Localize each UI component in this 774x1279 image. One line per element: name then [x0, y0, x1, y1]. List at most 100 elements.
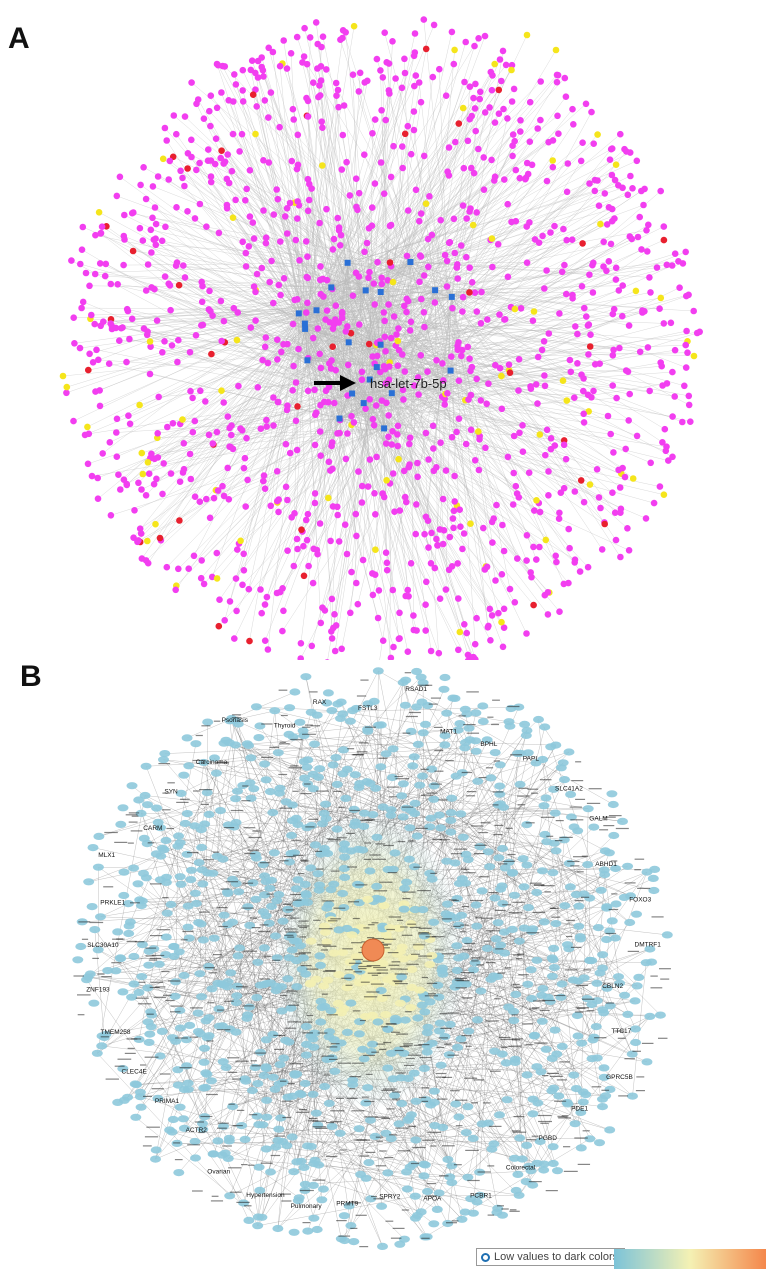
- target-node: [594, 177, 601, 184]
- network-edge: [180, 792, 208, 843]
- gene-node: [531, 956, 543, 964]
- network-edge: [465, 742, 556, 746]
- target-node: [293, 535, 301, 543]
- gene-node: [363, 1159, 375, 1167]
- target-node: [424, 368, 431, 376]
- network-edge: [178, 284, 370, 380]
- node-label-mark: [145, 947, 157, 949]
- target-node: [389, 428, 396, 435]
- network-edge: [202, 1123, 494, 1145]
- target-node: [131, 507, 138, 514]
- gene-node: [332, 999, 344, 1007]
- target-node: [468, 279, 476, 286]
- node-label-mark: [351, 1110, 365, 1112]
- target-node: [253, 270, 261, 278]
- network-edge: [298, 173, 475, 314]
- node-label-mark: [363, 858, 371, 860]
- gene-node: [243, 741, 255, 750]
- gene-node: [438, 685, 450, 693]
- target-node: [113, 192, 121, 200]
- gene-node: [421, 1233, 433, 1241]
- target-node: [486, 104, 493, 111]
- gene-node: [437, 1123, 449, 1131]
- mirna-hub-node: [349, 390, 356, 397]
- gene-node: [344, 958, 356, 966]
- target-node: [371, 180, 379, 187]
- target-node: [429, 73, 437, 81]
- node-label-mark: [295, 1111, 310, 1113]
- target-node: [471, 457, 479, 464]
- gene-node: [526, 927, 538, 935]
- gene-node: [264, 788, 276, 796]
- target-node: [608, 145, 616, 152]
- network-edge: [260, 985, 306, 1191]
- target-node: [528, 161, 536, 169]
- target-node: [506, 585, 514, 593]
- target-node: [430, 21, 438, 29]
- target-node: [442, 92, 450, 99]
- gene-node: [525, 966, 537, 974]
- target-node: [210, 494, 218, 502]
- node-label-mark: [430, 872, 438, 874]
- target-node: [213, 549, 221, 557]
- gene-node: [222, 889, 234, 897]
- network-edge: [148, 1042, 438, 1210]
- gene-node: [329, 1067, 341, 1075]
- target-node: [338, 166, 346, 173]
- target-node: [443, 283, 451, 290]
- target-node: [284, 496, 291, 504]
- yellow-node: [475, 428, 482, 435]
- target-node: [63, 389, 70, 397]
- gene-node: [95, 913, 106, 921]
- gene-node: [348, 1238, 360, 1246]
- target-node: [480, 154, 488, 161]
- target-node: [387, 334, 395, 342]
- target-node: [510, 85, 518, 93]
- target-node: [334, 511, 342, 519]
- yellow-node: [372, 546, 379, 553]
- node-label-mark: [512, 1131, 527, 1133]
- target-node: [225, 496, 233, 503]
- network-edge: [283, 40, 340, 419]
- target-node: [403, 252, 411, 260]
- node-label-mark: [229, 1191, 242, 1193]
- node-label-mark: [290, 738, 303, 741]
- network-edge: [376, 366, 584, 379]
- gene-node: [83, 878, 95, 886]
- gene-node: [421, 1048, 433, 1056]
- gene-node: [177, 1115, 189, 1123]
- network-edge: [304, 323, 480, 437]
- target-node: [547, 435, 555, 442]
- gene-node: [122, 900, 134, 908]
- gene-node: [433, 993, 445, 1001]
- target-node: [246, 213, 254, 220]
- gene-node: [217, 1022, 228, 1030]
- network-edge: [83, 301, 385, 429]
- target-node: [206, 287, 213, 295]
- gene-node: [385, 806, 397, 814]
- target-node: [488, 86, 496, 94]
- node-label-mark: [151, 1088, 164, 1090]
- target-node: [223, 201, 231, 209]
- network-edge: [321, 121, 378, 368]
- gene-node: [565, 790, 577, 798]
- gene-node: [539, 830, 551, 839]
- target-node: [243, 434, 250, 442]
- gene-node: [514, 1134, 526, 1142]
- network-edge: [383, 323, 482, 429]
- gene-node: [345, 1222, 357, 1230]
- gene-node: [205, 1077, 217, 1085]
- target-node: [667, 319, 675, 327]
- yellow-node: [63, 383, 71, 391]
- target-node: [78, 304, 85, 312]
- target-node: [283, 205, 291, 212]
- hub-mirna-label: hsa-let-7b-5p: [370, 376, 447, 391]
- target-node: [143, 331, 151, 339]
- target-node: [512, 482, 520, 490]
- gene-node: [398, 955, 410, 963]
- target-node: [368, 204, 376, 211]
- target-node: [519, 422, 526, 429]
- target-node: [534, 353, 542, 361]
- gene-node: [432, 981, 444, 989]
- gene-node: [575, 935, 586, 943]
